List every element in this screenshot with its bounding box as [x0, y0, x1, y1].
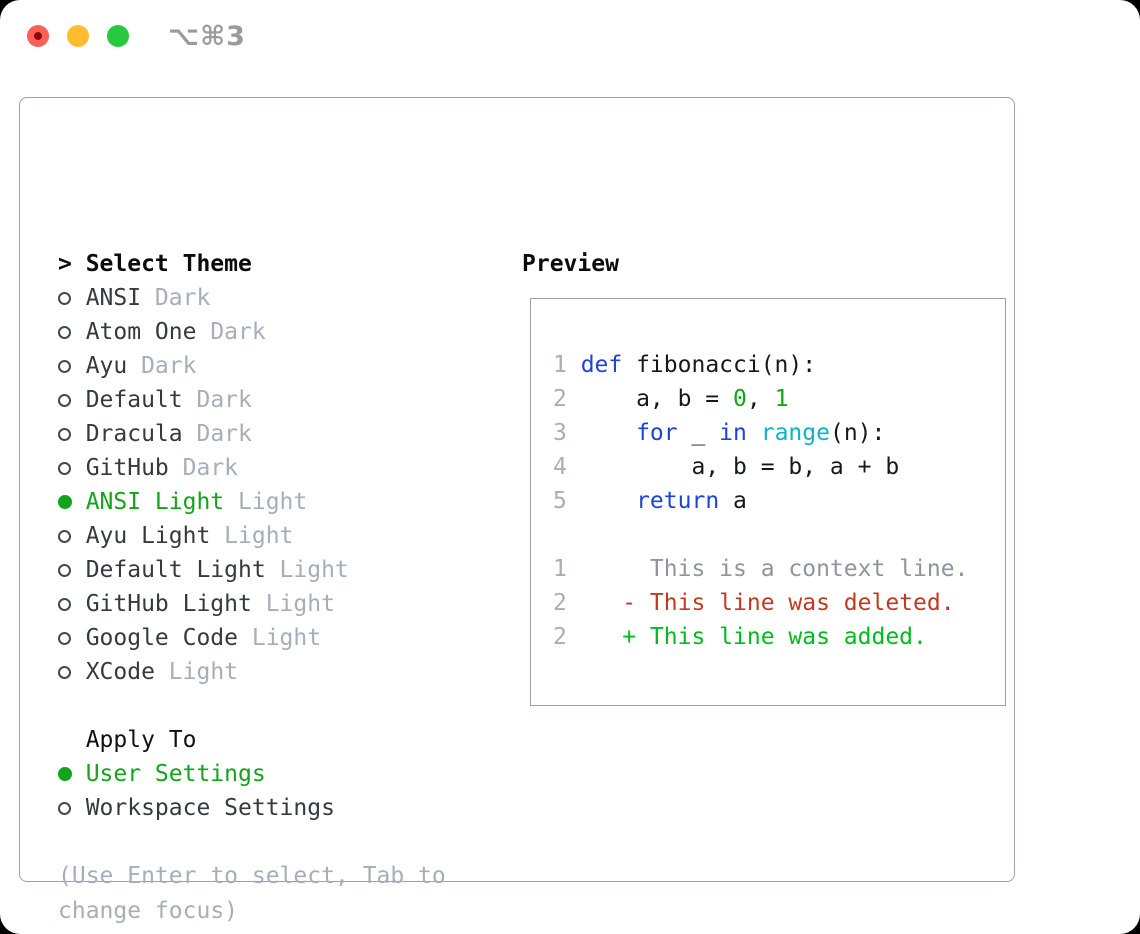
theme-variant-tag: Dark [182, 455, 239, 481]
theme-option[interactable]: Atom One Dark [58, 315, 510, 349]
theme-option[interactable]: ANSI Light Light [58, 485, 510, 519]
code-line: 2 a, b = 0, 1 [553, 382, 1005, 416]
close-button-icon[interactable] [27, 25, 49, 47]
radio-selected-icon [58, 495, 86, 509]
window-title: ⌥⌘3 [168, 20, 246, 52]
theme-variant-tag: Light [265, 591, 335, 617]
title-bar: ⌥⌘3 [27, 21, 246, 52]
zoom-button-icon[interactable] [107, 25, 129, 47]
theme-variant-tag: Light [224, 523, 294, 549]
line-number: 2 [553, 624, 567, 650]
theme-option-label: Atom One [85, 319, 197, 345]
theme-option[interactable]: Default Light Light [58, 553, 510, 587]
radio-icon [58, 529, 86, 543]
theme-option[interactable]: GitHub Dark [58, 451, 510, 485]
radio-icon [58, 291, 86, 305]
theme-variant-tag: Light [168, 659, 239, 685]
theme-option-label: Dracula [85, 421, 183, 447]
radio-icon [58, 631, 86, 645]
theme-variant-tag: Dark [154, 285, 211, 311]
theme-option[interactable]: Dracula Dark [58, 417, 510, 451]
theme-option[interactable]: GitHub Light Light [58, 587, 510, 621]
radio-icon [58, 325, 86, 339]
help-text: (Use Enter to select, Tab to change focu… [58, 863, 446, 924]
theme-option[interactable]: Ayu Light Light [58, 519, 510, 553]
theme-option[interactable]: Ayu Dark [58, 349, 510, 383]
code-line: 1 This is a context line. [553, 552, 1005, 586]
code-line [553, 518, 1005, 552]
code-line: 2 + This line was added. [553, 620, 1005, 654]
radio-icon [58, 597, 86, 611]
line-number: 2 [553, 590, 567, 616]
code-line: 4 a, b = b, a + b [553, 450, 1005, 484]
preview-title: Preview [522, 251, 619, 277]
theme-option-label: ANSI Light [85, 489, 225, 515]
line-number: 1 [553, 556, 567, 582]
theme-option-label: ANSI [85, 285, 142, 311]
apply-to-header: Apply To [58, 723, 510, 757]
code-line: 5 return a [553, 484, 1005, 518]
apply-option-label: Workspace Settings [85, 795, 335, 821]
prompt-icon: > [58, 251, 72, 277]
theme-option[interactable]: ANSI Dark [58, 281, 510, 315]
theme-option-label: GitHub [85, 455, 169, 481]
apply-option-label: User Settings [85, 761, 266, 787]
select-theme-header: > Select Theme [58, 247, 510, 281]
theme-option-label: Default [85, 387, 183, 413]
line-number: 4 [553, 454, 567, 480]
theme-variant-tag: Light [251, 625, 322, 651]
theme-variant-tag: Dark [141, 353, 197, 379]
theme-option[interactable]: Default Dark [58, 383, 510, 417]
theme-variant-tag: Dark [196, 387, 252, 413]
radio-icon [58, 563, 86, 577]
theme-list-title: Select Theme [85, 251, 252, 277]
radio-icon [58, 393, 86, 407]
theme-variant-tag: Dark [196, 421, 252, 447]
spacer [58, 825, 510, 859]
theme-option-label: Ayu Light [85, 523, 211, 549]
theme-option-label: Ayu [85, 353, 128, 379]
radio-icon [58, 359, 86, 373]
apply-to-title: Apply To [85, 727, 197, 753]
radio-icon [58, 461, 86, 475]
line-number: 3 [553, 420, 567, 446]
radio-icon [58, 801, 86, 815]
line-number: 5 [553, 488, 567, 514]
radio-icon [58, 427, 86, 441]
theme-option-label: Google Code [85, 625, 239, 651]
line-number: 2 [553, 386, 567, 412]
radio-selected-icon [58, 767, 86, 781]
line-number: 1 [553, 352, 567, 378]
spacer [58, 689, 510, 723]
theme-variant-tag: Dark [210, 319, 266, 345]
theme-option[interactable]: XCode Light [58, 655, 510, 689]
minimize-button-icon[interactable] [67, 25, 89, 47]
theme-option-label: XCode [85, 659, 155, 685]
code-line: 2 - This line was deleted. [553, 586, 1005, 620]
code-line: 3 for _ in range(n): [553, 416, 1005, 450]
apply-option[interactable]: Workspace Settings [58, 791, 510, 825]
theme-option-label: GitHub Light [85, 591, 252, 617]
theme-variant-tag: Light [279, 557, 349, 583]
apply-option[interactable]: User Settings [58, 757, 510, 791]
theme-variant-tag: Light [238, 489, 308, 515]
radio-icon [58, 665, 86, 679]
theme-option-label: Default Light [85, 557, 266, 583]
theme-option[interactable]: Google Code Light [58, 621, 510, 655]
